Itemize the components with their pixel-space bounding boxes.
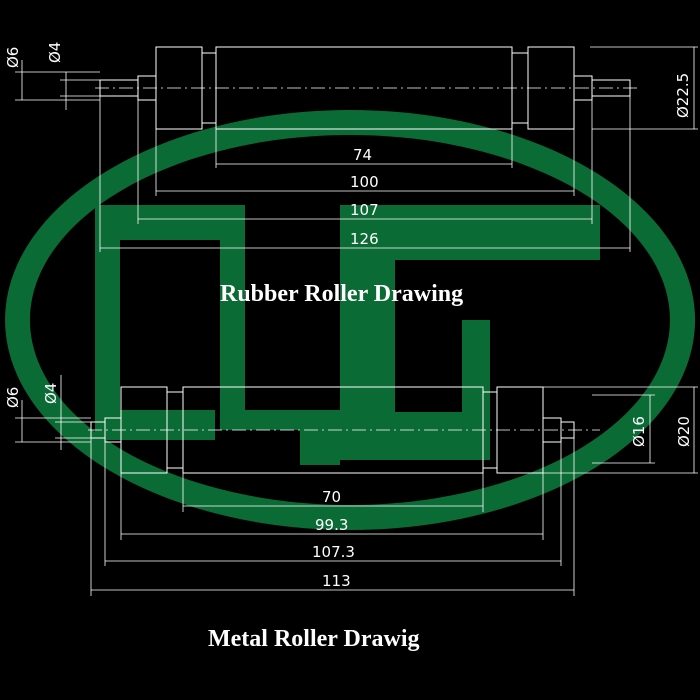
metal-roller: Ø6 Ø4 Ø16 Ø20 70 99.3 107.3 113 [4, 375, 698, 596]
rubber-tube-length-label: 74 [353, 146, 372, 164]
rubber-pin-dia-label: Ø4 [46, 42, 64, 63]
metal-inner-dia-label: Ø16 [630, 416, 648, 447]
rubber-outer-dia-label: Ø22.5 [674, 73, 692, 118]
metal-housing-length-label: 107.3 [312, 543, 355, 561]
metal-pin-dia-label: Ø4 [42, 383, 60, 404]
rubber-body-length-label: 100 [350, 173, 379, 191]
metal-outer-dia-label: Ø20 [675, 416, 693, 447]
watermark-glyph [95, 205, 600, 465]
rubber-title: Rubber Roller Drawing [220, 281, 463, 307]
metal-title: Metal Roller Drawig [208, 626, 420, 652]
metal-total-length-label: 113 [322, 572, 351, 590]
metal-body-length-label: 99.3 [315, 516, 348, 534]
rubber-housing-length-label: 107 [350, 201, 379, 219]
rubber-roller: Ø6 Ø4 Ø22.5 74 100 107 126 [4, 42, 698, 252]
rubber-shaft-dia-label: Ø6 [4, 47, 22, 68]
rubber-total-length-label: 126 [350, 230, 379, 248]
metal-tube-length-label: 70 [322, 488, 341, 506]
metal-right-pin [560, 421, 575, 439]
metal-shaft-dia-label: Ø6 [4, 387, 22, 408]
rubber-right-pin [591, 79, 631, 97]
watermark-logo [5, 110, 696, 530]
